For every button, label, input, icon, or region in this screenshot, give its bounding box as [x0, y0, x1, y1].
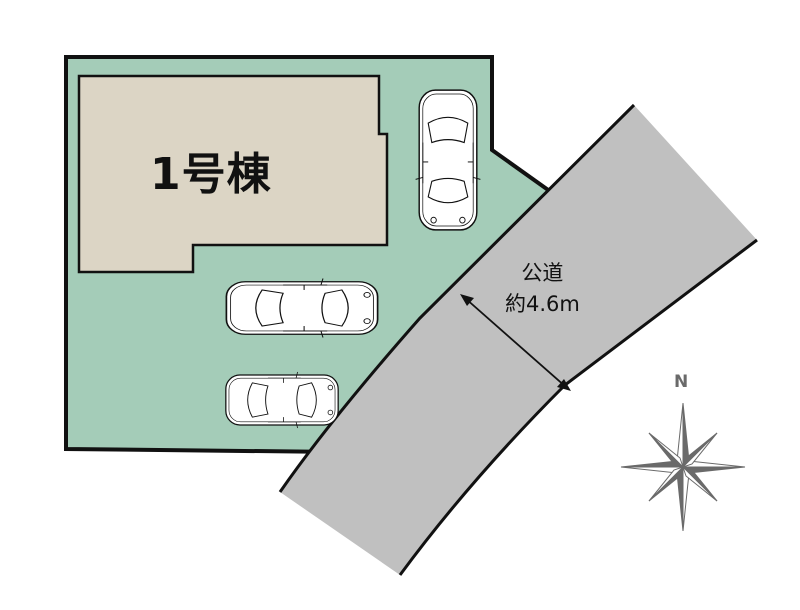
- car-parking-1: [414, 89, 482, 231]
- compass-rose-icon: [620, 402, 746, 532]
- building-1: [77, 74, 389, 274]
- road-width: 約4.6m: [505, 292, 580, 316]
- north-label: N: [674, 372, 689, 392]
- car-parking-3: [225, 371, 339, 429]
- building-label: 1号棟: [150, 149, 272, 200]
- car-parking-2: [225, 277, 379, 339]
- road-width-arrow: [460, 294, 571, 391]
- road-name: 公道: [521, 261, 564, 285]
- road-label: 公道 約4.6m: [505, 258, 580, 320]
- public-road: [280, 105, 757, 575]
